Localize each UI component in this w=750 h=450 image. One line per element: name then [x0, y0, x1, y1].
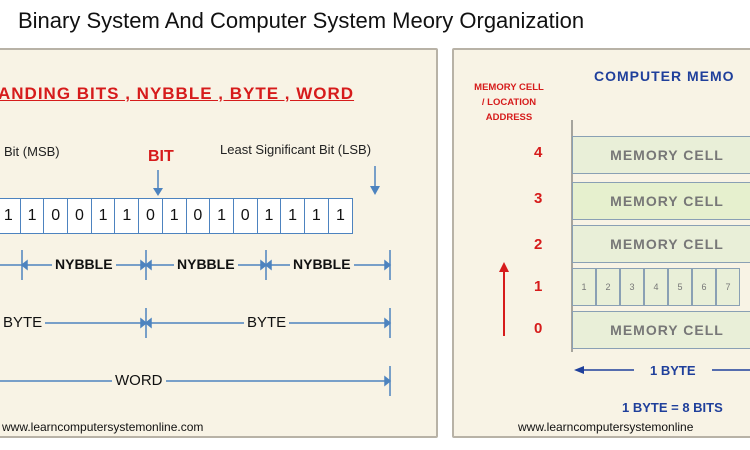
- small-bit-cell: 6: [692, 268, 716, 306]
- nybble-label: NYBBLE: [52, 256, 116, 272]
- bits-panel: ANDING BITS , NYBBLE , BYTE , WORD Bit (…: [0, 48, 438, 438]
- bit-cell: 1: [305, 199, 329, 233]
- word-label: WORD: [112, 372, 166, 389]
- nybble-label: NYBBLE: [174, 256, 238, 272]
- bit-cell: 1: [258, 199, 282, 233]
- byte-equation: 1 BYTE = 8 BITS: [622, 400, 723, 415]
- lsb-label: Least Significant Bit (LSB): [220, 142, 372, 157]
- bit-cell: 0: [234, 199, 258, 233]
- small-bit-cell: 4: [644, 268, 668, 306]
- bit-cell: 1: [21, 199, 45, 233]
- memory-panel: COMPUTER MEMO MEMORY CELL / LOCATION ADD…: [452, 48, 750, 438]
- msb-label: Bit (MSB): [4, 144, 60, 159]
- address-3: 3: [534, 190, 543, 207]
- small-bit-cell: 5: [668, 268, 692, 306]
- memory-heading: COMPUTER MEMO: [594, 68, 735, 84]
- memory-cell: MEMORY CELL: [572, 311, 750, 349]
- byte-width-label: 1 BYTE: [650, 363, 696, 378]
- small-bit-cell: 7: [716, 268, 740, 306]
- address-2: 2: [534, 236, 543, 253]
- address-1: 1: [534, 278, 543, 295]
- bit-cell: 0: [187, 199, 211, 233]
- bit-cell: 0: [68, 199, 92, 233]
- bit-cell: 1: [163, 199, 187, 233]
- lsb-arrow-head: [370, 186, 380, 195]
- memory-cell: MEMORY CELL: [572, 182, 750, 220]
- byte-label: BYTE: [244, 314, 290, 331]
- address-up-arrow: [499, 262, 509, 272]
- nybble-label: NYBBLE: [290, 256, 354, 272]
- bit-cell: 0: [139, 199, 163, 233]
- bit-cells-row: 1 2 3 4 5 6 7: [572, 268, 740, 306]
- bit-cell: 0: [44, 199, 69, 233]
- small-bit-cell: 3: [620, 268, 644, 306]
- address-0: 0: [534, 320, 543, 337]
- bit-pointer-arrows: [153, 166, 380, 196]
- page-title: Binary System And Computer System Meory …: [18, 8, 585, 33]
- bit-row: 1 1 0 0 1 1 0 1 0 1 0 1 1 1 1: [0, 198, 354, 234]
- bit-cell: 1: [115, 199, 140, 233]
- bit-cell: 1: [0, 199, 21, 233]
- site-footer: www.learncomputersystemonline: [518, 420, 694, 434]
- site-footer: www.learncomputersystemonline.com: [2, 420, 204, 434]
- bit-arrow-head: [153, 188, 163, 196]
- bit-cell: 1: [281, 199, 305, 233]
- small-bit-cell: 2: [596, 268, 620, 306]
- memory-cell: MEMORY CELL: [572, 225, 750, 263]
- address-4: 4: [534, 144, 543, 161]
- bit-cell: 1: [210, 199, 234, 233]
- byte-left-arrow: [574, 366, 584, 374]
- memory-cell: MEMORY CELL: [572, 136, 750, 174]
- bit-label: BIT: [148, 148, 174, 165]
- byte-label: BYTE: [0, 314, 46, 331]
- address-title: MEMORY CELL / LOCATION ADDRESS: [474, 82, 544, 123]
- bit-cell: 1: [92, 199, 116, 233]
- small-bit-cell: 1: [572, 268, 596, 306]
- bits-heading: ANDING BITS , NYBBLE , BYTE , WORD: [0, 84, 355, 103]
- bit-cell: 1: [336, 207, 345, 224]
